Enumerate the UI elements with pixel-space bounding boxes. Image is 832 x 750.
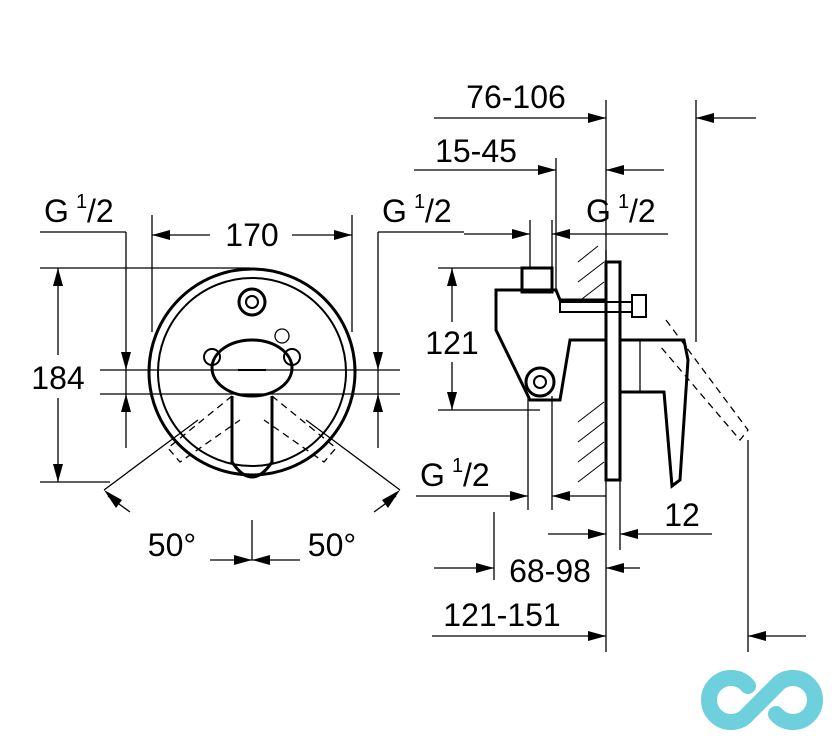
label-76-106: 76-106 <box>466 79 566 115</box>
svg-text:/2: /2 <box>425 193 452 229</box>
dim-170: 170 <box>151 215 353 332</box>
svg-text:/2: /2 <box>87 193 114 229</box>
label-170: 170 <box>225 217 278 253</box>
dim-121-151: 121-151 <box>432 440 806 652</box>
side-inlet <box>524 366 556 398</box>
thread-right-top: G 1 /2 <box>464 191 668 268</box>
svg-text:/2: /2 <box>463 457 490 493</box>
thread-lower-side: G 1 /2 <box>416 396 606 510</box>
dim-184: 184 <box>31 267 250 483</box>
valve-body <box>494 288 608 402</box>
rosette-outer-circle <box>147 267 357 477</box>
label-121-151: 121-151 <box>443 597 560 633</box>
svg-text:/2: /2 <box>629 193 656 229</box>
angle-dims: 50° 50° <box>103 419 401 565</box>
top-port-outer <box>237 287 267 317</box>
dim-121: 121 <box>425 267 540 411</box>
label-121: 121 <box>425 325 478 361</box>
side-view <box>494 245 749 500</box>
label-68-98: 68-98 <box>509 553 591 589</box>
right-screw <box>283 348 301 366</box>
thread-left-front: G 1 /2 <box>40 191 131 448</box>
side-inlet-core <box>533 375 547 389</box>
rosette-side <box>604 260 622 482</box>
label-184: 184 <box>31 360 84 396</box>
label-15-45: 15-45 <box>435 133 517 169</box>
lever-swing-left <box>167 395 241 463</box>
lever-handle <box>230 396 274 479</box>
thread-right-front: G 1 /2 <box>373 191 464 448</box>
svg-text:G: G <box>382 193 407 229</box>
svg-text:1: 1 <box>76 191 87 213</box>
dim-12: 12 <box>548 480 712 550</box>
front-view <box>100 267 400 560</box>
svg-text:G: G <box>44 193 69 229</box>
lever-swing-right <box>263 395 337 463</box>
lever-base <box>210 338 294 398</box>
label-12: 12 <box>664 497 700 533</box>
svg-text:G: G <box>420 457 445 493</box>
small-port <box>274 328 290 344</box>
lever-side <box>618 338 690 489</box>
left-screw <box>203 348 221 366</box>
stem-cap <box>631 294 647 318</box>
top-inlet <box>520 266 554 294</box>
rosette-inner-circle <box>157 277 347 467</box>
label-angle-right: 50° <box>308 527 356 563</box>
svg-text:1: 1 <box>618 191 629 213</box>
dim-76-106: 76-106 <box>434 79 756 342</box>
dim-15-45: 15-45 <box>414 133 664 290</box>
lever-swing-side <box>659 319 749 442</box>
svg-text:1: 1 <box>452 455 463 477</box>
top-port-inner <box>245 295 259 309</box>
label-angle-left: 50° <box>148 527 196 563</box>
dim-68-98: 68-98 <box>434 512 640 589</box>
svg-text:G: G <box>586 193 611 229</box>
svg-text:1: 1 <box>414 191 425 213</box>
logo-watermark <box>701 670 823 730</box>
